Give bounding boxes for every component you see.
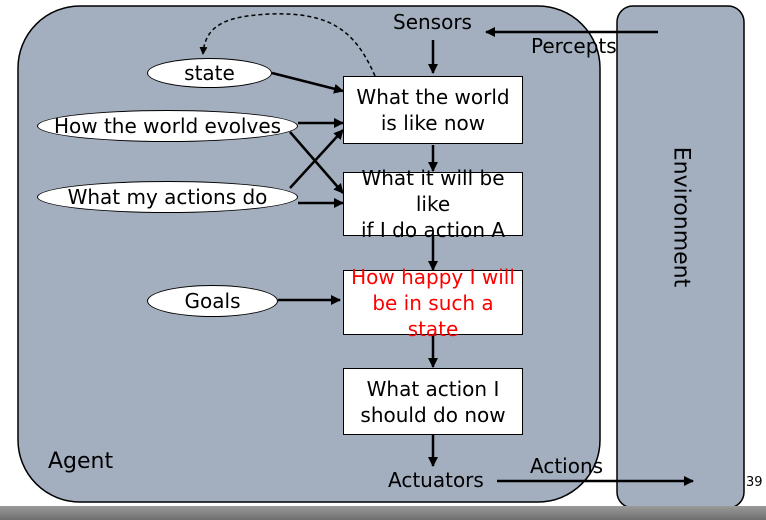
goals-oval-label: Goals <box>184 289 241 313</box>
do-now-box: What action I should do now <box>343 368 523 435</box>
world-evolves-oval-label: How the world evolves <box>53 114 282 138</box>
do-now-line2: should do now <box>360 402 506 427</box>
happy-line1: How happy I will <box>351 264 515 289</box>
action-a-box: What it will be like if I do action A <box>343 166 523 242</box>
goals-oval: Goals <box>147 285 278 317</box>
action-a-line1: What it will be like <box>361 166 505 216</box>
actuators-label: Actuators <box>388 468 484 492</box>
percepts-label: Percepts <box>531 34 617 58</box>
state-feedback-arrow <box>199 13 376 77</box>
world-now-line1: What the world <box>356 85 510 109</box>
actions-label: Actions <box>530 454 604 478</box>
happy-line2: be in such a state <box>372 290 494 341</box>
action-a-line2: if I do action A <box>360 218 506 242</box>
myactions-to-world-arrow <box>289 129 344 189</box>
do-now-line1: What action I <box>366 376 500 401</box>
page-number: 39 <box>746 475 763 490</box>
world-now-box: What the world is like now <box>343 76 523 144</box>
state-to-world-arrow <box>271 71 344 94</box>
world-now-line2: is like now <box>380 111 486 135</box>
my-actions-oval: What my actions do <box>37 181 298 213</box>
world-evolves-oval: How the world evolves <box>37 110 298 142</box>
my-actions-oval-label: What my actions do <box>67 185 268 209</box>
evolves-to-actionA-arrow <box>289 131 344 194</box>
agent-label: Agent <box>48 449 114 474</box>
environment-label: Environment <box>668 146 694 288</box>
sensors-label: Sensors <box>393 10 472 34</box>
state-oval-label: state <box>184 61 235 85</box>
bottom-bar <box>0 506 766 520</box>
state-oval: state <box>147 58 272 88</box>
happy-box: How happy I will be in such a state <box>343 265 523 341</box>
